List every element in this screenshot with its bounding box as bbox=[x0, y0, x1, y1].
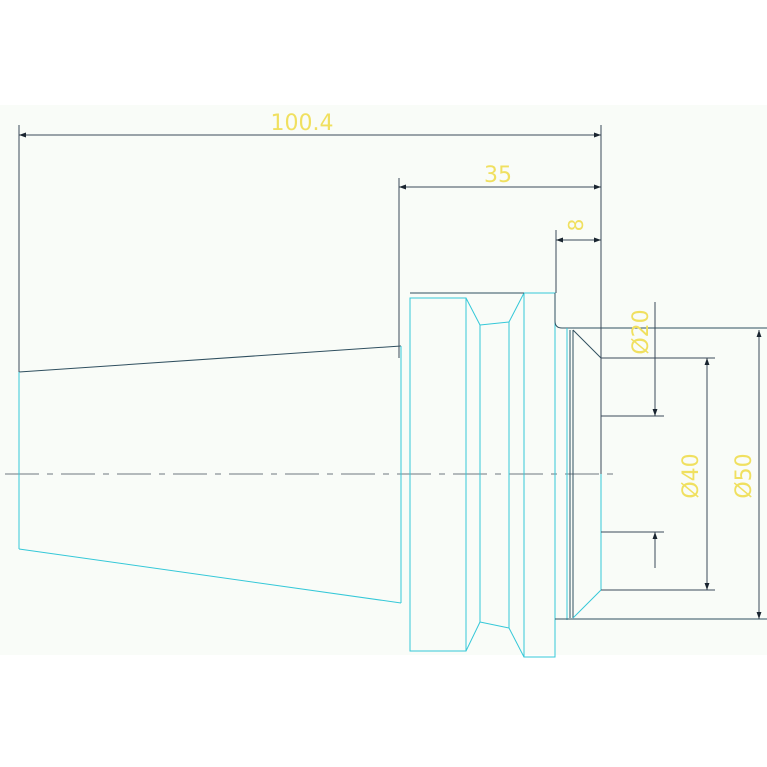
dim-shoulder-diameter: Ø40 bbox=[679, 453, 704, 498]
end-chamfer-bottom bbox=[572, 589, 602, 619]
groove-top bbox=[479, 321, 510, 326]
dim-collar-length: 35 bbox=[484, 163, 512, 188]
dim-overall-length: 100.4 bbox=[271, 111, 334, 136]
groove-chamfer-bottom-left bbox=[465, 621, 481, 652]
dim-bore-diameter: Ø20 bbox=[629, 309, 654, 354]
drawing-area bbox=[0, 105, 767, 655]
groove-chamfer-bottom-right bbox=[508, 627, 525, 658]
collar-flange-left bbox=[409, 297, 467, 652]
dimension-labels: 100.4 35 8 Ø20 Ø40 Ø50 bbox=[271, 111, 757, 499]
collar-flange-right bbox=[523, 292, 556, 658]
groove-chamfer-top-right bbox=[508, 292, 525, 323]
dimension-lines bbox=[19, 132, 762, 619]
dim-bore-depth: 8 bbox=[564, 219, 588, 232]
dim-flange-diameter: Ø50 bbox=[732, 453, 757, 498]
collar bbox=[409, 292, 556, 658]
bore-fillet bbox=[554, 320, 563, 329]
groove-bottom bbox=[479, 621, 510, 629]
groove-chamfer-top-left bbox=[465, 297, 481, 326]
end-chamfer-top bbox=[572, 329, 602, 359]
taper-bottom-edge bbox=[18, 548, 402, 604]
taper-top-edge bbox=[18, 345, 402, 373]
